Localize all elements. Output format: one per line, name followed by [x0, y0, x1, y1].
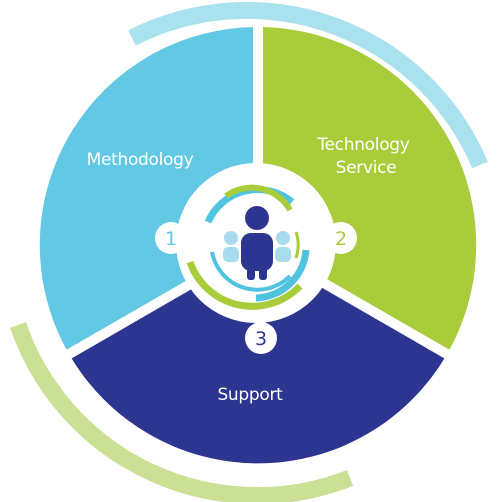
badge-3-text: 3 — [255, 328, 267, 350]
label-technology: Technology Service — [316, 135, 414, 178]
badge-2: 2 — [325, 222, 357, 254]
badge-3: 3 — [245, 322, 277, 354]
badge-1: 1 — [155, 222, 187, 254]
label-support: Support — [217, 385, 283, 405]
outer-arc-top — [128, 1, 488, 169]
label-methodology: Methodology — [87, 150, 194, 170]
badge-2-text: 2 — [335, 228, 347, 250]
badge-1-text: 1 — [165, 228, 177, 250]
outer-arc-bottom — [9, 322, 354, 502]
inner-rings — [186, 184, 310, 310]
people-group-icon — [223, 206, 291, 280]
